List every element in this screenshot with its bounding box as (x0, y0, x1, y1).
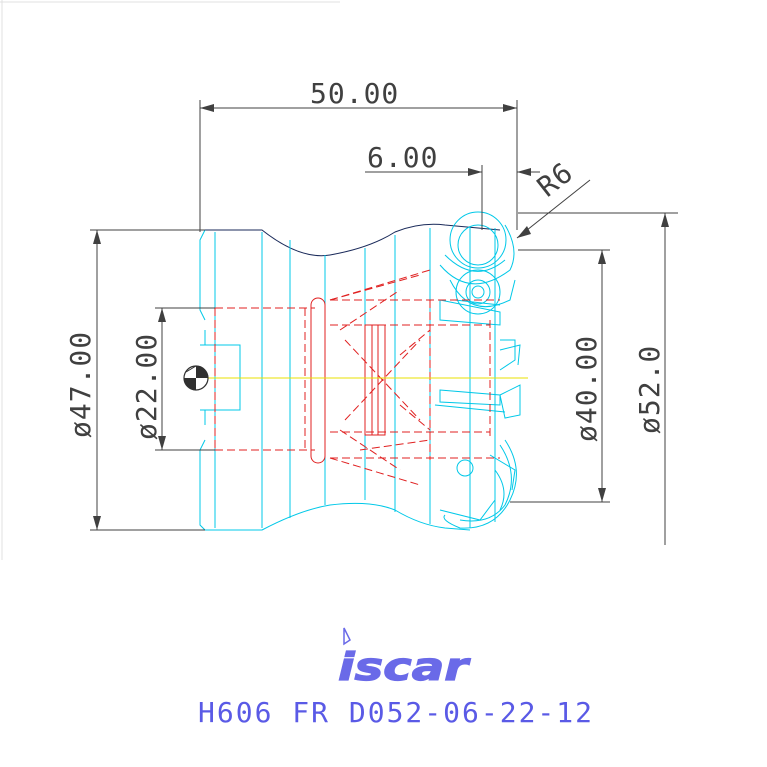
insert-middle (434, 339, 521, 477)
hidden-lines (214, 269, 500, 486)
dim-overall-length: 50.00 (310, 77, 399, 110)
dim-cutting-diameter: ø52.0 (633, 345, 666, 434)
part-code: H606 FR D052-06-22-12 (198, 696, 594, 729)
dim-corner-radius: R6 (531, 156, 579, 204)
brand-logo-text: iscar (338, 645, 471, 689)
insert-bottom (439, 439, 517, 529)
dim-body-diameter: ø47.00 (64, 331, 97, 438)
insert-top (439, 211, 516, 326)
dim-cutter-width: 6.00 (367, 141, 438, 174)
dim-bore-diameter: ø22.00 (130, 333, 163, 440)
dimension-lines (90, 100, 678, 545)
iscar-logo: iscar (337, 627, 471, 690)
dimension-arrows (93, 104, 669, 530)
hole-symbol (183, 365, 209, 391)
dim-inner-cut-diameter: ø40.00 (570, 335, 603, 442)
tool-body-outline (199, 223, 501, 531)
pocket-outline (310, 297, 386, 464)
